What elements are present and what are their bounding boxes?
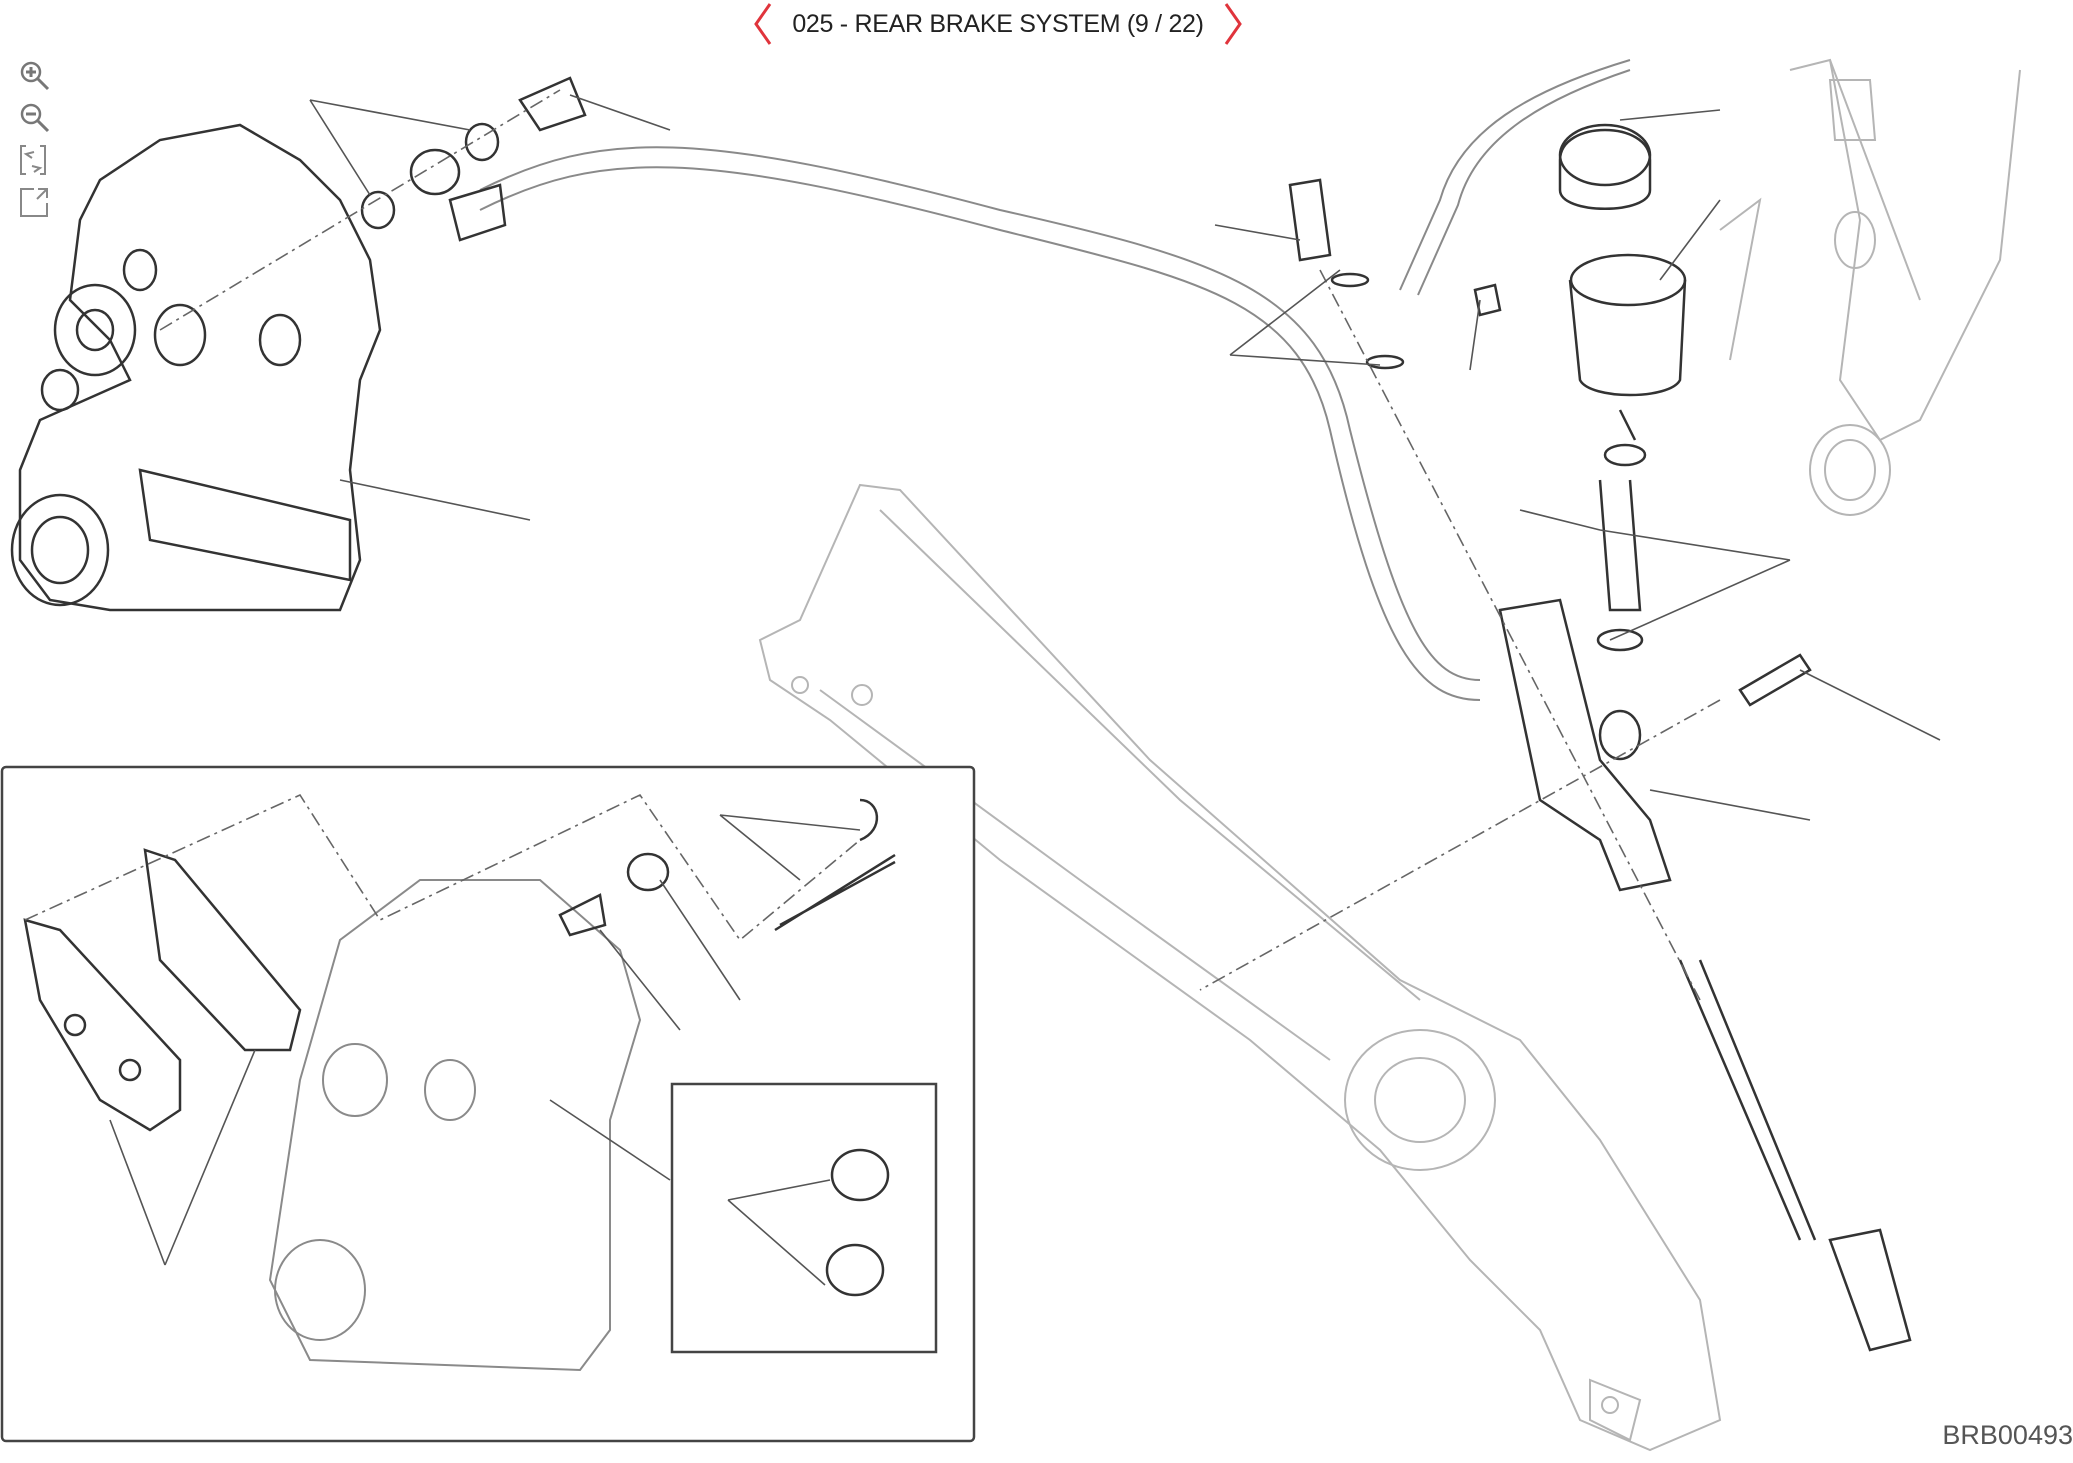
- page-title: 025 - REAR BRAKE SYSTEM (9 / 22): [792, 9, 1204, 38]
- viewer-toolbar: [18, 60, 54, 218]
- prev-page-button[interactable]: [752, 1, 774, 47]
- diagram-reference-code: BRB00493: [1942, 1420, 2073, 1450]
- page-title-bar: 025 - REAR BRAKE SYSTEM (9 / 22): [752, 0, 1244, 48]
- frame-drawing: [1719, 58, 2021, 516]
- zoom-in-button[interactable]: [18, 60, 54, 92]
- fit-to-window-button[interactable]: [18, 144, 54, 176]
- fullscreen-button[interactable]: [18, 186, 54, 218]
- zoom-out-icon: [20, 103, 50, 133]
- rear-caliper-drawing: [10, 123, 382, 612]
- fullscreen-icon: [20, 188, 48, 217]
- zoom-out-button[interactable]: [18, 102, 54, 134]
- zoom-in-icon: [20, 61, 50, 91]
- banjo-bolt-parts: [159, 76, 671, 521]
- inset-pads-detail: [0, 765, 976, 1443]
- fit-to-window-icon: [20, 145, 46, 175]
- swingarm-drawing: [758, 483, 1722, 1452]
- chevron-right-icon: [1224, 3, 1242, 45]
- brake-hose: [479, 166, 1481, 701]
- master-cylinder-drawing: [1199, 109, 1941, 1352]
- next-page-button[interactable]: [1222, 1, 1244, 47]
- chevron-left-icon: [754, 3, 772, 45]
